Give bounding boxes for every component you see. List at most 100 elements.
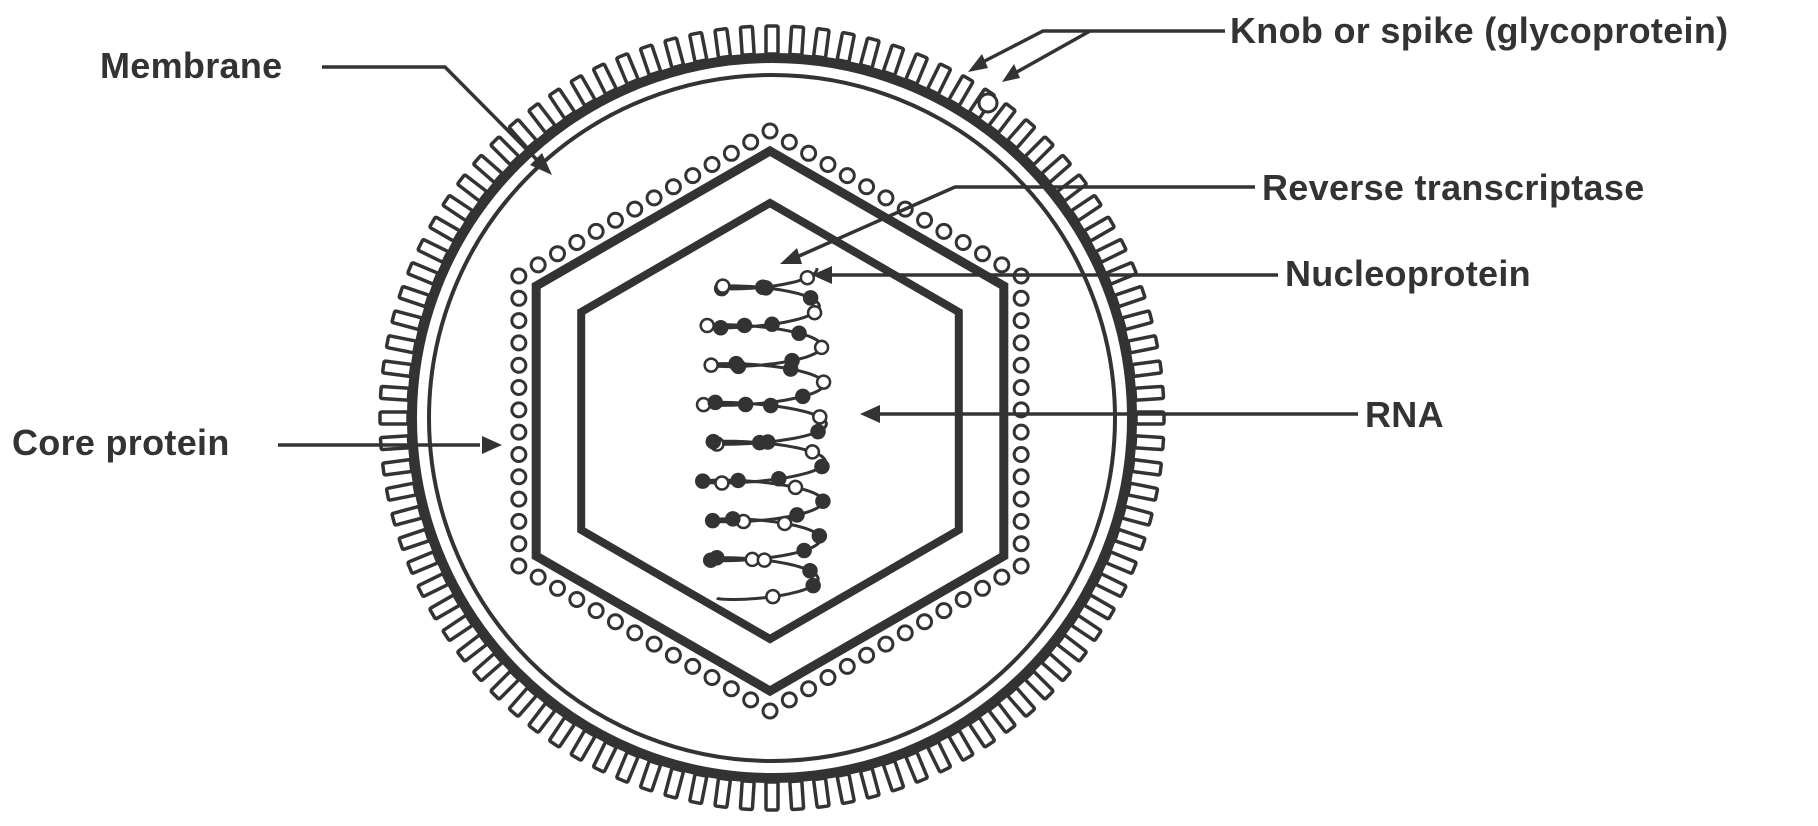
core-protein-bead [918, 615, 932, 629]
spike [814, 778, 830, 807]
core-protein-bead [512, 291, 526, 305]
spike-outline [715, 29, 731, 58]
nucleoprotein-bead [789, 481, 802, 494]
spike [380, 386, 409, 400]
nucleoprotein-arrowhead [812, 266, 832, 284]
spike-outline [399, 286, 429, 306]
core-protein-bead [898, 626, 912, 640]
spike-outline [906, 54, 928, 84]
spike-outline [715, 778, 731, 807]
spike [383, 460, 412, 476]
nucleoprotein-bead [716, 280, 729, 293]
nucleoprotein-bead [726, 512, 739, 525]
core-protein-bead [512, 559, 526, 573]
spike [1122, 506, 1152, 525]
core-protein-bead [608, 213, 622, 227]
spike [665, 38, 684, 68]
spike-outline [814, 778, 830, 807]
spike [380, 412, 408, 424]
spike-outline [814, 29, 830, 58]
spike-outline [860, 768, 879, 798]
core-protein-bead [705, 671, 719, 685]
spike [408, 552, 438, 574]
core-protein-bead [976, 581, 990, 595]
core-outer-hexagon [536, 151, 1004, 691]
spike-outline [616, 54, 638, 84]
spike-outline [1106, 552, 1136, 574]
core-protein-bead [782, 135, 796, 149]
core-protein-bead [763, 704, 777, 718]
nucleoprotein-bead [764, 399, 777, 412]
spike [837, 774, 854, 804]
nucleoprotein-bead [801, 271, 814, 284]
spike-outline [665, 768, 684, 798]
nucleoprotein-bead [798, 544, 811, 557]
core-inner-hexagon [581, 203, 959, 639]
spike-outline [380, 412, 408, 424]
nucleoprotein-beads [696, 271, 830, 603]
core-protein-bead [531, 258, 545, 272]
nucleoprotein-bead [812, 425, 825, 438]
spike-outline [640, 761, 660, 791]
core-protein-bead [705, 157, 719, 171]
spike [1106, 552, 1136, 574]
core-protein-bead [512, 425, 526, 439]
spike-outline [408, 552, 438, 574]
core-protein-bead [724, 146, 738, 160]
nucleoprotein-bead [784, 363, 797, 376]
spike-outline [740, 781, 754, 810]
spike [380, 436, 409, 450]
knob-arrowhead-2 [1002, 64, 1020, 82]
spike-outline [408, 262, 438, 284]
core-protein-bead [976, 247, 990, 261]
nucleoprotein-bead [705, 359, 718, 372]
spike [1135, 386, 1164, 400]
core-protein-bead [512, 447, 526, 461]
spike-outline [383, 361, 412, 377]
spike [906, 54, 928, 84]
spike [715, 29, 731, 58]
core-protein-bead [879, 637, 893, 651]
nucleoprotein-bead [715, 477, 728, 490]
core-protein-arrowhead [482, 436, 502, 454]
core-protein-bead [1014, 470, 1028, 484]
core-protein-bead [1014, 425, 1028, 439]
core-protein-bead [937, 224, 951, 238]
spike-outline [380, 436, 409, 450]
core-protein-bead [512, 514, 526, 528]
nucleoprotein-bead [778, 517, 791, 530]
nucleoprotein-bead [796, 390, 809, 403]
spike [906, 752, 928, 782]
spike-outline [860, 38, 879, 68]
spike-outline [790, 781, 804, 810]
spike [860, 38, 879, 68]
spike-outline [1115, 529, 1145, 549]
spike [640, 761, 660, 791]
nucleoprotein-bead [759, 281, 772, 294]
spike [1115, 286, 1145, 306]
core-protein-bead [512, 314, 526, 328]
nucleoprotein-bead [766, 590, 779, 603]
nucleoprotein-bead [772, 472, 785, 485]
spike-outline [1128, 336, 1158, 353]
nucleoprotein-bead [753, 436, 766, 449]
core-protein-bead [1014, 381, 1028, 395]
spike-outline [386, 483, 416, 500]
core-protein-bead [956, 236, 970, 250]
core-protein-bead [1014, 492, 1028, 506]
spike-outline [616, 752, 638, 782]
core-protein-bead [512, 470, 526, 484]
spike-outline [665, 38, 684, 68]
nucleoprotein-bead [707, 435, 720, 448]
spike [392, 506, 422, 525]
spike [883, 45, 903, 75]
spike [392, 311, 422, 330]
spike-outline [399, 529, 429, 549]
nucleoprotein-bead [804, 291, 817, 304]
nucleoprotein-bead [714, 321, 727, 334]
spike [740, 26, 754, 55]
nucleoprotein-bead [815, 341, 828, 354]
core-protein-bead [821, 671, 835, 685]
spike-outline [837, 32, 854, 62]
core-protein-bead [840, 659, 854, 673]
